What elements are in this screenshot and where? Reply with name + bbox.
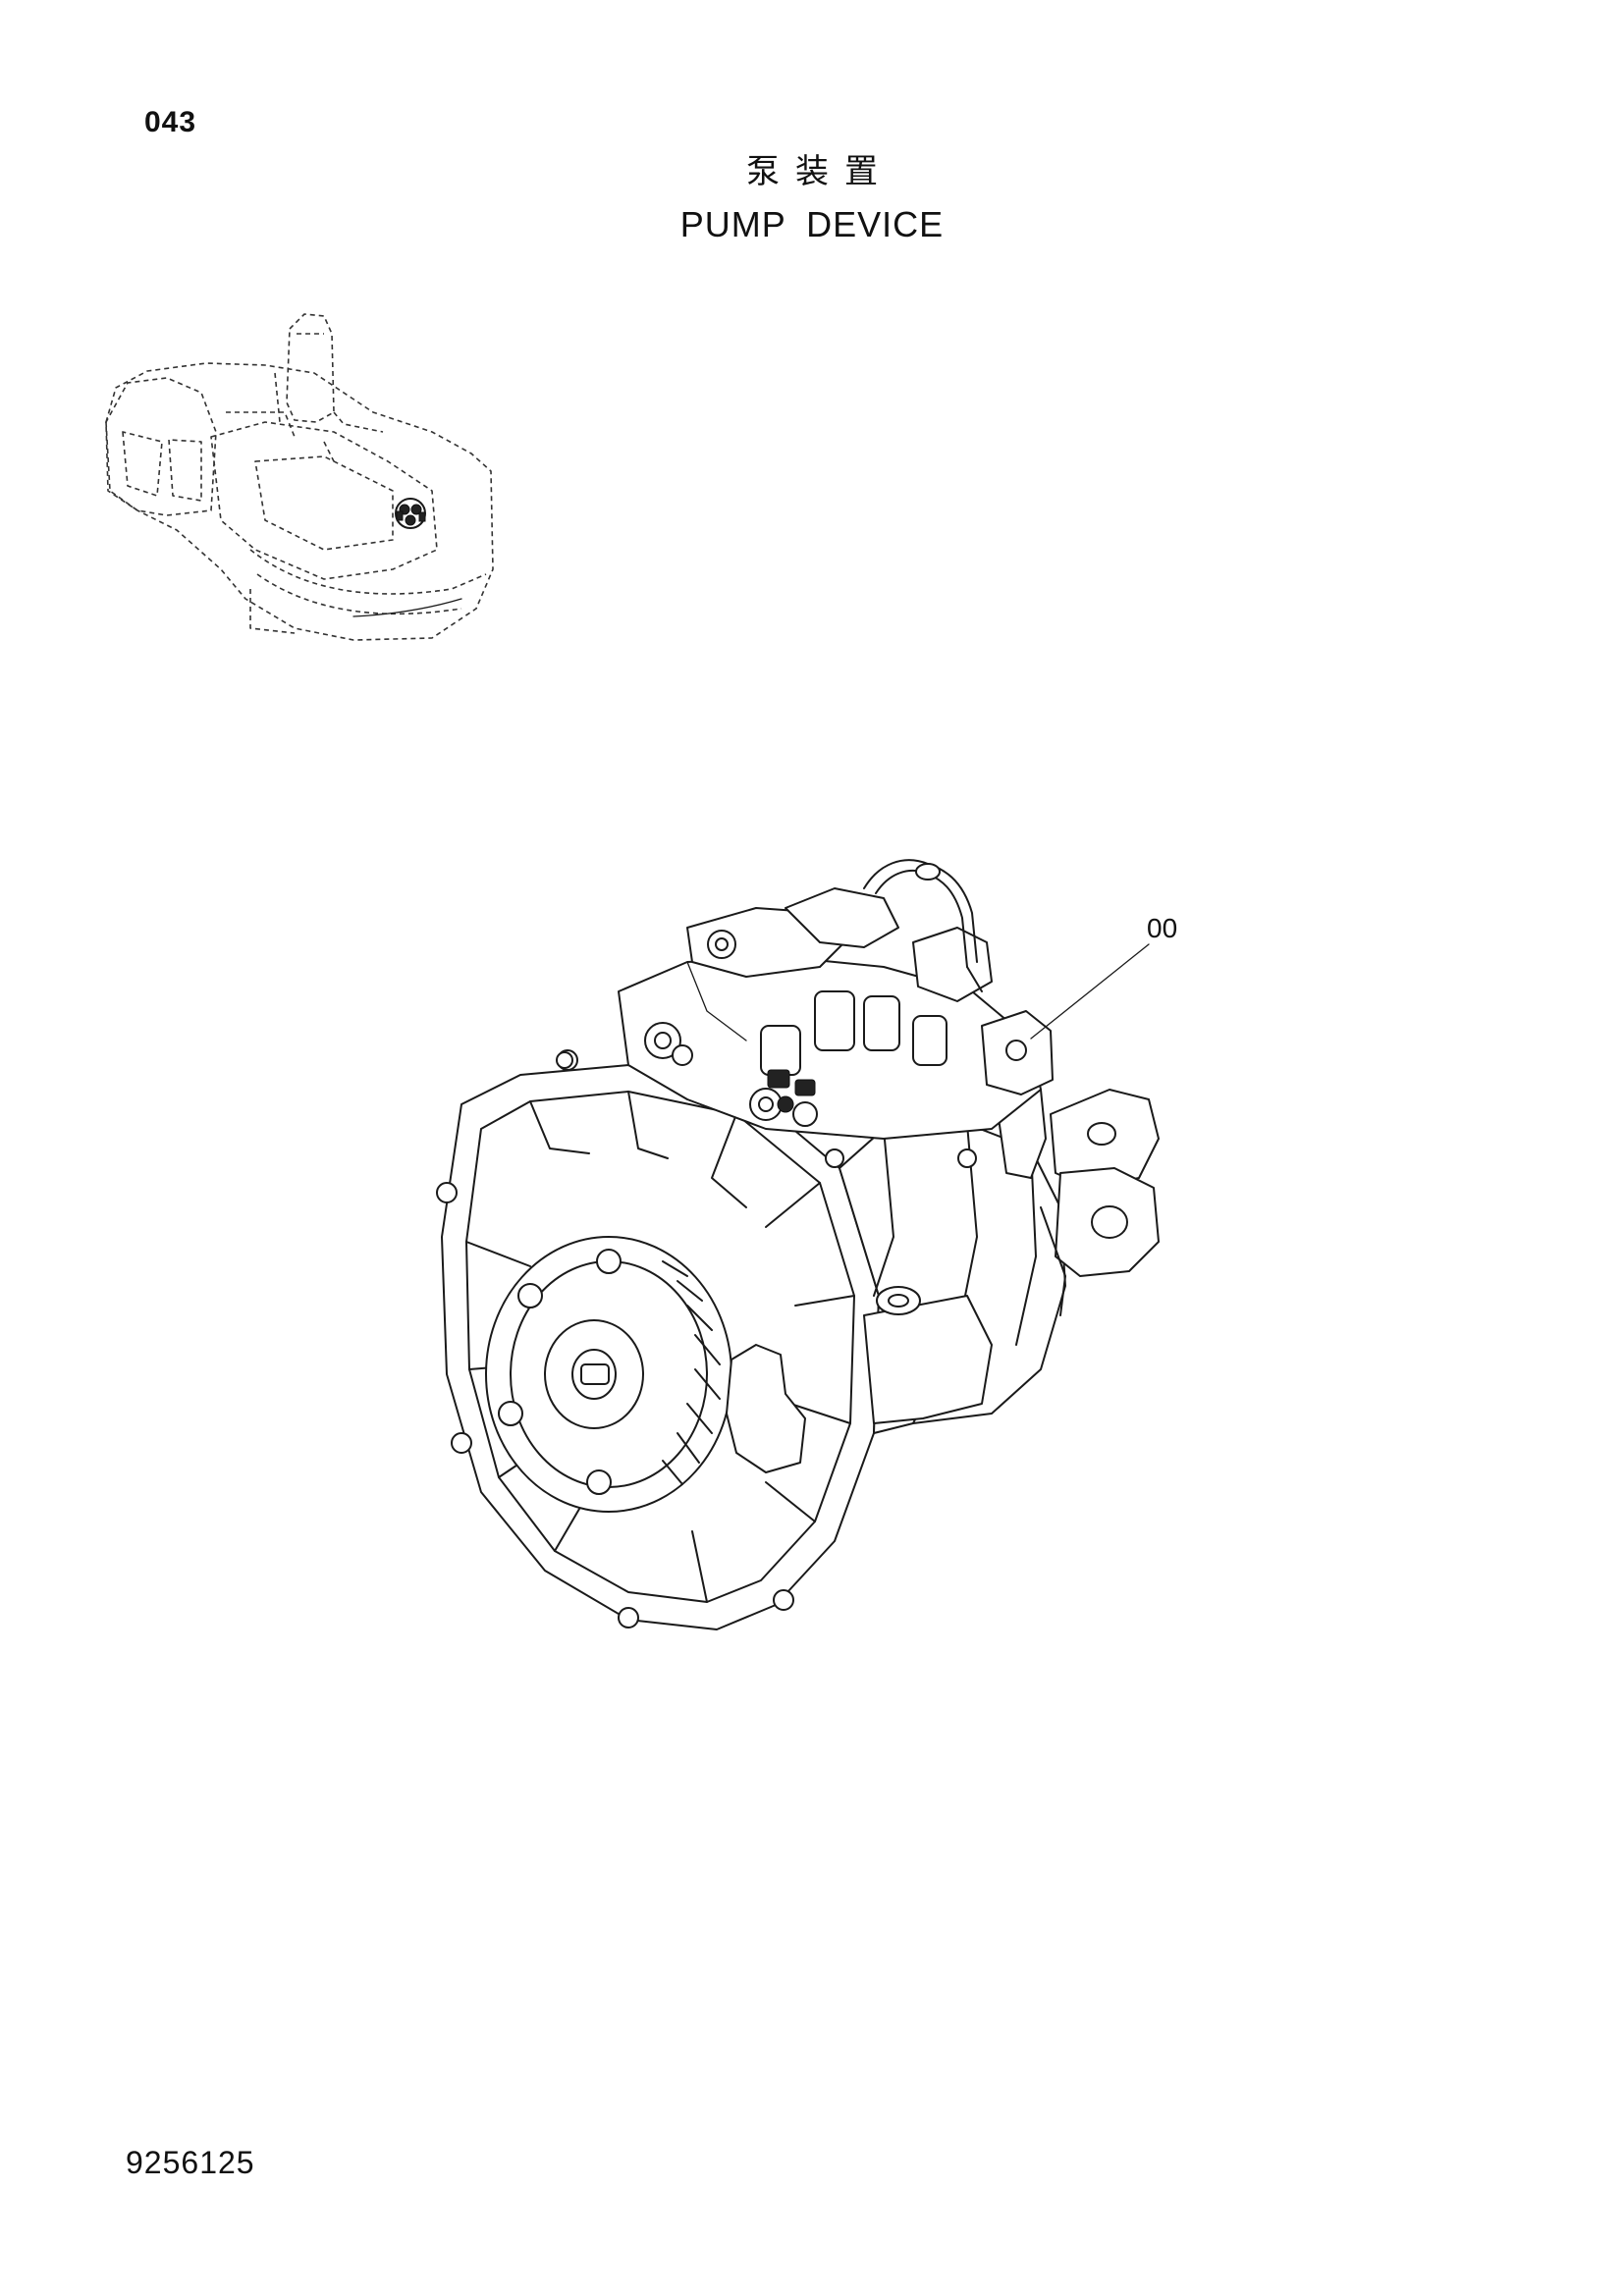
document-number: 9256125 (126, 2145, 255, 2180)
page-number: 043 (144, 106, 197, 138)
page-title-en: PUMP DEVICE (679, 204, 945, 244)
title-block: 泵装置 PUMP DEVICE (0, 149, 1624, 249)
page-title-cn: 泵装置 (746, 152, 893, 191)
callout-leader-line (1030, 943, 1150, 1040)
pump-assembly-icon (436, 859, 1160, 1630)
excavator-locator-icon (105, 313, 494, 641)
callout-label: 00 (1147, 913, 1178, 943)
